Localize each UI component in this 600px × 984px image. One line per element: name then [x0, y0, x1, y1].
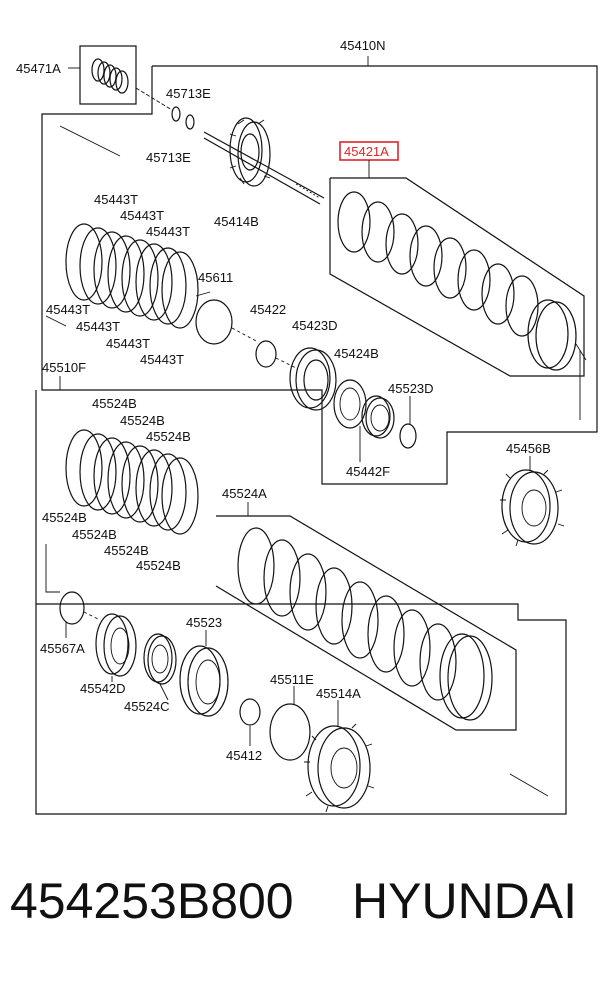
bracket-45567A	[45, 544, 60, 593]
piston-45542D-icon	[95, 613, 137, 677]
label-45524B-1: 45524B	[92, 396, 137, 411]
clutch-ring-stack-45524B	[65, 429, 199, 535]
o-ring-45422	[255, 340, 277, 368]
snap-ring-45523D	[399, 423, 417, 449]
leader-45611	[195, 291, 211, 297]
label-45414B: 45414B	[214, 214, 259, 229]
spring-pack-box	[79, 45, 137, 105]
disc-pack-frame-45524A	[215, 515, 517, 731]
seal-ring-45511E	[269, 703, 311, 761]
label-45713E-bottom: 45713E	[146, 150, 191, 165]
clutch-discs-45524A-icon	[237, 527, 493, 721]
label-45424B: 45424B	[334, 346, 379, 361]
assembly-frame-45510F	[35, 390, 567, 815]
axis-dash-2	[275, 357, 297, 369]
label-45410N: 45410N	[340, 38, 386, 53]
ring-45567A	[59, 591, 85, 625]
axis-dash-3	[83, 611, 101, 621]
label-45510F: 45510F	[42, 360, 86, 375]
label-45524C: 45524C	[124, 699, 170, 714]
upper-assembly	[41, 45, 598, 485]
label-45524A: 45524A	[222, 486, 267, 501]
label-45456B: 45456B	[506, 441, 551, 456]
label-45412: 45412	[226, 748, 262, 763]
brand-name: HYUNDAI	[352, 873, 578, 929]
axis-dash-1	[231, 327, 259, 343]
label-45442F: 45442F	[346, 464, 390, 479]
part-labels: 45410N 45471A 45713E 45713E 45421A 45414…	[16, 38, 551, 763]
label-45611: 45611	[198, 270, 233, 285]
label-45524B-7: 45524B	[136, 558, 181, 573]
label-45524B-2: 45524B	[120, 413, 165, 428]
label-45443T-1: 45443T	[94, 192, 138, 207]
lower-assembly	[35, 376, 567, 815]
label-45514A: 45514A	[316, 686, 361, 701]
clutch-pack-frame-45421A	[329, 177, 585, 377]
leader-45421A-tail	[575, 343, 587, 361]
hub-45514A-icon	[304, 723, 375, 813]
label-45524B-3: 45524B	[146, 429, 191, 444]
label-45524B-6: 45524B	[104, 543, 149, 558]
label-45713E-top: 45713E	[166, 86, 211, 101]
leader-spring-axis	[135, 87, 173, 111]
label-45443T-3: 45443T	[146, 224, 190, 239]
input-shaft-gear-icon	[203, 117, 325, 205]
piston-45423D-icon	[289, 347, 337, 411]
label-45567A: 45567A	[40, 641, 85, 656]
piston-45523-icon	[179, 645, 229, 717]
label-45421A-highlighted: 45421A	[344, 144, 389, 159]
part-number: 454253B800	[10, 873, 294, 929]
label-45542D: 45542D	[80, 681, 126, 696]
label-45523D: 45523D	[388, 381, 434, 396]
retainer-45442F-icon	[361, 395, 395, 439]
snap-ring-45713E-a	[171, 106, 181, 122]
label-45443T-2: 45443T	[120, 208, 164, 223]
leader-45524C	[159, 683, 169, 701]
label-45443T-5: 45443T	[76, 319, 120, 334]
label-45511E: 45511E	[270, 672, 314, 687]
hub-45456B-icon	[500, 469, 565, 547]
clutch-discs-45421A-icon	[337, 191, 577, 371]
label-45523: 45523	[186, 615, 222, 630]
snap-ring-45713E-b	[185, 114, 195, 130]
leader-tail-lower	[509, 773, 549, 797]
spring-pack-icon	[91, 58, 129, 94]
spring-45524C-icon	[143, 633, 177, 685]
label-45423D: 45423D	[292, 318, 338, 333]
assembly-frame-45410N	[41, 65, 598, 485]
o-ring-45412	[239, 698, 261, 726]
footer: 454253B800 HYUNDAI	[0, 872, 600, 952]
label-45471A: 45471A	[16, 61, 61, 76]
label-45443T-6: 45443T	[106, 336, 150, 351]
spring-retainer-45424B-icon	[333, 379, 367, 429]
label-45524B-5: 45524B	[72, 527, 117, 542]
label-45422: 45422	[250, 302, 286, 317]
clutch-ring-stack-45443T	[45, 125, 199, 329]
label-45443T-7: 45443T	[140, 352, 184, 367]
piston-seal-45611	[195, 299, 233, 345]
label-45524B-4: 45524B	[42, 510, 87, 525]
label-45443T-4: 45443T	[46, 302, 90, 317]
